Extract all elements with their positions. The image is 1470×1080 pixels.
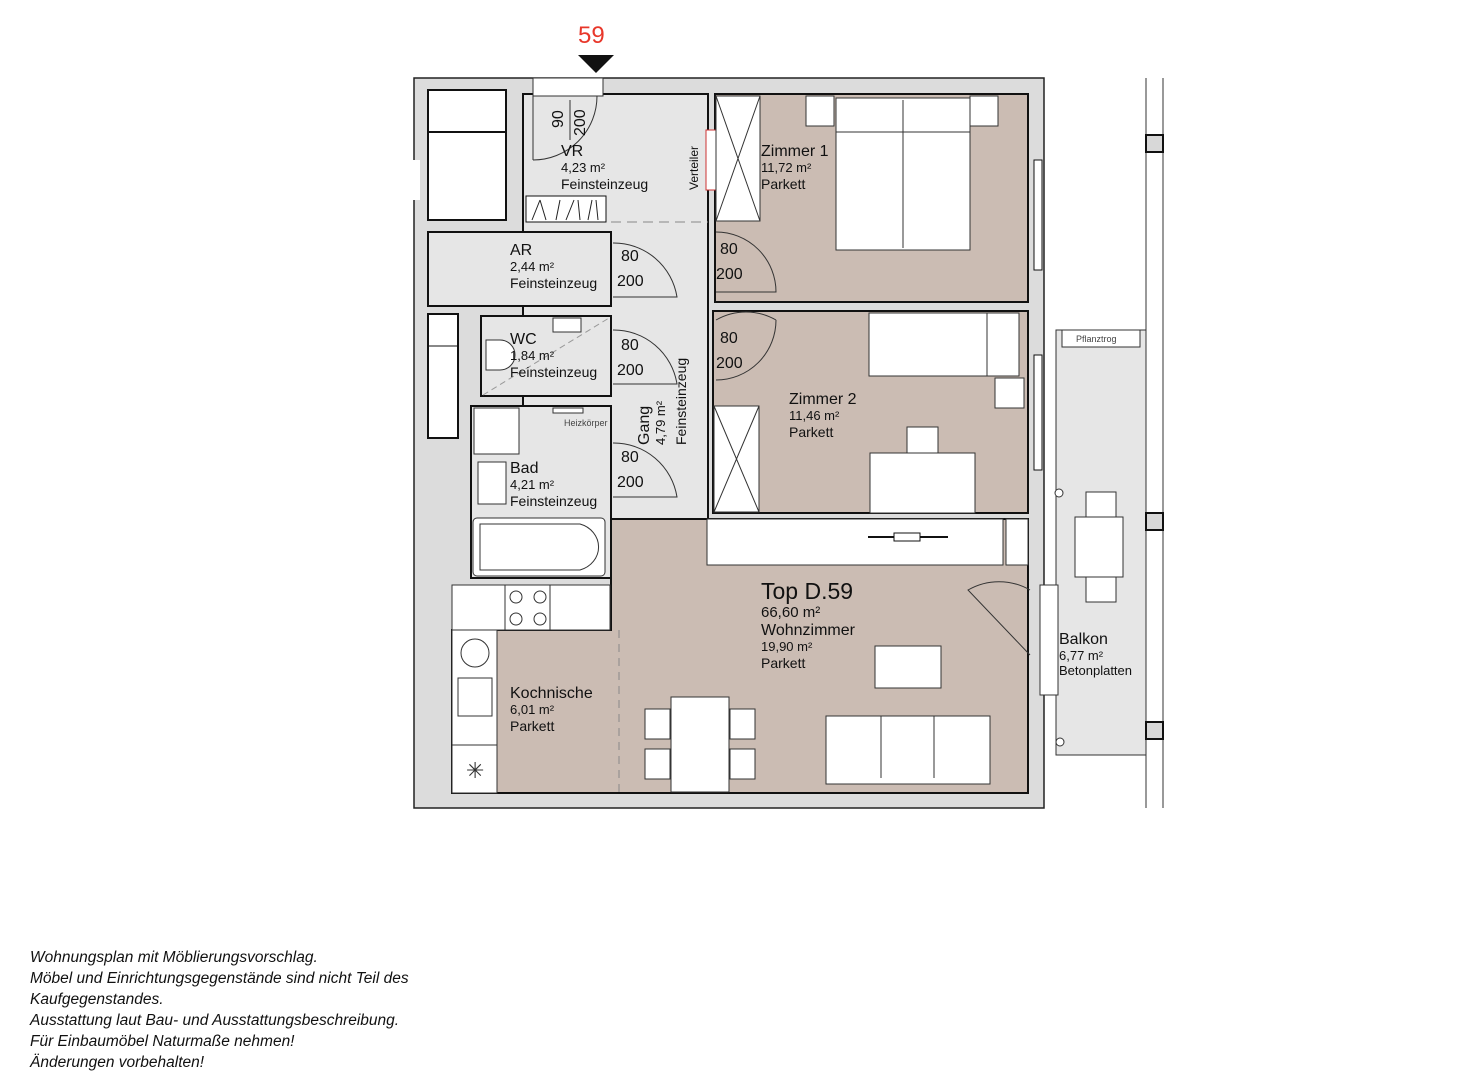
unit-name: Top D.59: [761, 578, 854, 604]
room-label-vr: VR 4,23 m² Feinsteinzeug: [561, 143, 648, 192]
room-label-wc: WC 1,84 m² Feinsteinzeug: [510, 331, 597, 380]
door-width-bad: 80: [621, 449, 639, 466]
room-name: Zimmer 2: [789, 391, 857, 408]
room-label-kochnische: Kochnische 6,01 m² Parkett: [510, 685, 593, 734]
room-label-gang: Gang 4,79 m²: [636, 401, 669, 445]
room-area: 19,90 m²: [761, 639, 813, 655]
room-name: Wohnzimmer: [761, 621, 855, 639]
room-label-bad: Bad 4,21 m² Feinsteinzeug: [510, 460, 597, 509]
disclaimer-notes: Wohnungsplan mit Möblierungsvorschlag. M…: [30, 947, 409, 1073]
room-floor: Parkett: [761, 176, 806, 193]
door-width-zimmer2: 80: [720, 330, 738, 347]
room-name: VR: [561, 143, 584, 160]
note-line: Möbel und Einrichtungsgegenstände sind n…: [30, 970, 409, 987]
door-height-entry: 200: [572, 109, 589, 136]
door-width-entry: 90: [550, 110, 567, 128]
entry-number: 59: [578, 22, 605, 49]
door-height-wc: 200: [617, 362, 644, 379]
room-area: 4,23 m²: [561, 160, 606, 176]
room-name: Balkon: [1059, 631, 1108, 648]
pflanztrog-label: Pflanztrog: [1076, 334, 1117, 344]
door-width-ar: 80: [621, 248, 639, 265]
door-height-zimmer2: 200: [716, 355, 743, 372]
room-floor: Betonplatten: [1059, 663, 1133, 679]
room-floor: Feinsteinzeug: [510, 275, 598, 292]
room-area: 2,44 m²: [510, 259, 555, 275]
ar-floor: [427, 231, 612, 307]
door-height-bad: 200: [617, 474, 644, 491]
room-name: Gang: [636, 405, 653, 445]
door-height-zimmer1: 200: [716, 266, 743, 283]
note-line: Ausstattung laut Bau- und Ausstattungsbe…: [30, 1012, 400, 1029]
gang-floor-label: Feinsteinzeug: [673, 357, 689, 445]
room-floor: Parkett: [761, 655, 806, 672]
room-label-zimmer2: Zimmer 2 11,46 m² Parkett: [789, 391, 857, 440]
room-floor: Parkett: [789, 424, 834, 441]
note-line: Wohnungsplan mit Möblierungsvorschlag.: [30, 949, 318, 966]
room-floor: Feinsteinzeug: [561, 176, 649, 193]
room-name: WC: [510, 331, 537, 348]
note-line: Änderungen vorbehalten!: [30, 1054, 205, 1071]
room-name: Zimmer 1: [761, 143, 829, 160]
unit-label: Top D.59 66,60 m² Wohnzimmer 19,90 m² Pa…: [761, 578, 855, 671]
room-name: Kochnische: [510, 685, 593, 702]
room-area: 6,01 m²: [510, 702, 555, 718]
unit-area: 66,60 m²: [761, 604, 821, 622]
room-area: 11,72 m²: [761, 160, 812, 176]
svg-text:✳: ✳: [466, 759, 484, 784]
room-label-ar: AR 2,44 m² Feinsteinzeug: [510, 242, 597, 291]
room-area: 11,46 m²: [789, 408, 840, 424]
door-width-wc: 80: [621, 337, 639, 354]
room-label-zimmer1: Zimmer 1 11,72 m² Parkett: [761, 143, 829, 192]
note-line: Kaufgegenstandes.: [30, 991, 164, 1008]
room-name: AR: [510, 242, 533, 259]
room-area: 6,77 m²: [1059, 648, 1104, 664]
room-floor: Feinsteinzeug: [510, 364, 598, 381]
room-area: 4,79 m²: [653, 400, 669, 445]
room-floor: Feinsteinzeug: [510, 493, 598, 510]
room-label-balkon: Balkon 6,77 m² Betonplatten: [1059, 631, 1132, 679]
verteiler-label: Verteiler: [687, 145, 701, 190]
door-height-ar: 200: [617, 273, 644, 290]
room-area: 4,21 m²: [510, 477, 555, 493]
entry-arrow-icon: [578, 55, 614, 73]
room-name: Bad: [510, 460, 539, 477]
room-area: 1,84 m²: [510, 348, 555, 364]
note-line: Für Einbaumöbel Naturmaße nehmen!: [30, 1033, 295, 1050]
room-floor: Parkett: [510, 718, 555, 735]
heizkoerper-label: Heizkörper: [564, 418, 608, 428]
door-width-zimmer1: 80: [720, 241, 738, 258]
